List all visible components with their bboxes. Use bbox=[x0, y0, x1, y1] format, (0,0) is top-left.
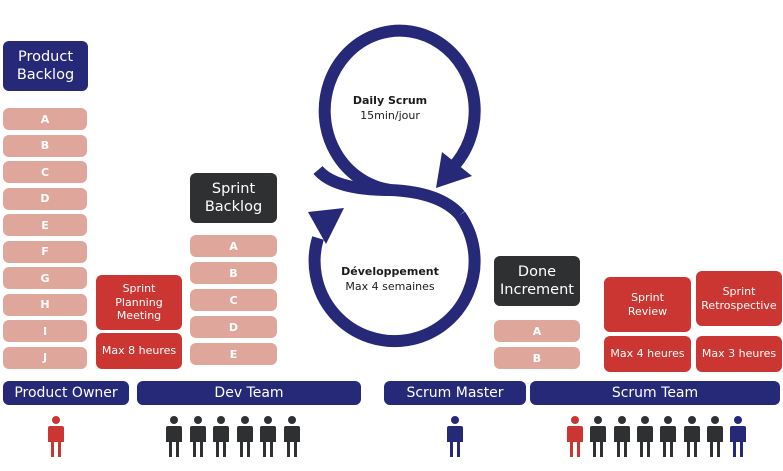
person-icon bbox=[213, 416, 229, 458]
sprint-retrospective-title: Sprint Retrospective bbox=[701, 284, 777, 312]
person-icon bbox=[48, 416, 64, 458]
development-label: Développement Max 4 semaines bbox=[320, 265, 460, 295]
person-icon bbox=[730, 416, 747, 458]
product-backlog-item: I bbox=[3, 320, 87, 342]
product-backlog-item: G bbox=[3, 267, 87, 289]
product-backlog-item: B bbox=[3, 134, 87, 157]
done-increment-header: Done Increment bbox=[494, 256, 580, 306]
development-duration: Max 4 semaines bbox=[345, 279, 435, 293]
sprint-retrospective-duration: Max 3 heures bbox=[696, 336, 782, 372]
person-icon bbox=[636, 416, 653, 458]
sprint-backlog-item: D bbox=[190, 316, 277, 338]
role-dev-team: Dev Team bbox=[137, 381, 361, 405]
sprint-review-card: Sprint Review bbox=[604, 277, 691, 332]
person-icon bbox=[189, 416, 206, 458]
sprint-planning-duration: Max 8 heures bbox=[96, 333, 182, 369]
sprint-backlog-header: Sprint Backlog bbox=[190, 173, 277, 223]
role-product-owner: Product Owner bbox=[3, 381, 129, 405]
person-icon bbox=[447, 416, 463, 458]
role-scrum-master: Scrum Master bbox=[384, 381, 526, 405]
person-icon bbox=[613, 416, 630, 458]
product-backlog-title: Product Backlog bbox=[16, 48, 75, 83]
product-backlog-item: E bbox=[3, 214, 87, 236]
sprint-retrospective-card: Sprint Retrospective bbox=[696, 271, 782, 326]
person-icon bbox=[236, 416, 253, 458]
done-increment-item: B bbox=[494, 347, 580, 369]
arrow-head-down-icon bbox=[436, 152, 472, 188]
sprint-review-title: Sprint Review bbox=[627, 290, 668, 318]
product-backlog-item: F bbox=[3, 240, 87, 263]
person-icon bbox=[166, 416, 182, 458]
person-icon bbox=[706, 416, 723, 458]
sprint-backlog-title: Sprint Backlog bbox=[204, 180, 263, 215]
sprint-planning-card: Sprint Planning Meeting bbox=[96, 275, 182, 330]
person-icon bbox=[660, 416, 677, 458]
sprint-backlog-item: C bbox=[190, 289, 277, 311]
sprint-review-duration: Max 4 heures bbox=[604, 336, 691, 372]
role-scrum-team: Scrum Team bbox=[530, 381, 780, 405]
development-loop-arc bbox=[308, 211, 481, 348]
sprint-backlog-item: B bbox=[190, 262, 277, 284]
daily-scrum-label: Daily Scrum 15min/jour bbox=[330, 94, 450, 124]
person-icon bbox=[590, 416, 607, 458]
done-increment-title: Done Increment bbox=[500, 263, 574, 298]
product-backlog-item: H bbox=[3, 293, 87, 316]
product-backlog-item: C bbox=[3, 161, 87, 183]
product-backlog-item: A bbox=[3, 108, 87, 130]
sprint-backlog-item: A bbox=[190, 235, 277, 257]
person-icon bbox=[567, 416, 583, 458]
person-icon bbox=[260, 416, 276, 458]
arrow-head-up-icon bbox=[308, 208, 344, 244]
sprint-backlog-item: E bbox=[190, 343, 277, 365]
daily-scrum-title: Daily Scrum bbox=[352, 94, 428, 107]
sprint-planning-title: Sprint Planning Meeting bbox=[115, 281, 163, 323]
daily-scrum-duration: 15min/jour bbox=[360, 108, 420, 122]
done-increment-item: A bbox=[494, 320, 580, 342]
product-backlog-item: J bbox=[3, 346, 87, 369]
product-backlog-header: Product Backlog bbox=[3, 41, 88, 91]
product-backlog-item: D bbox=[3, 187, 87, 210]
daily-scrum-loop-arc bbox=[318, 24, 481, 196]
development-title: Développement bbox=[341, 265, 439, 278]
person-icon bbox=[683, 416, 700, 458]
person-icon bbox=[283, 416, 300, 458]
loop-connector bbox=[313, 165, 465, 220]
